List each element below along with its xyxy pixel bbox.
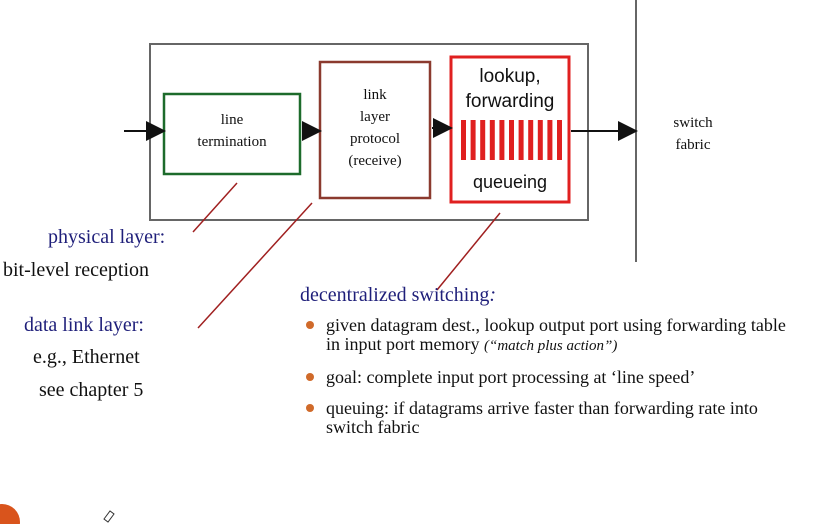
link-layer-box bbox=[318, 60, 432, 200]
bullet-item: goal: complete input port processing at … bbox=[300, 368, 800, 387]
bullet-dot-icon bbox=[306, 321, 314, 329]
queue-bar bbox=[470, 120, 476, 160]
bullet-dot-icon bbox=[306, 373, 314, 381]
queue-bar bbox=[518, 120, 524, 160]
line-termination-label: line termination bbox=[164, 109, 300, 153]
bullet-item: given datagram dest., lookup output port… bbox=[300, 316, 800, 356]
bullet-text: given datagram dest., lookup output port… bbox=[326, 315, 786, 354]
queue-bar bbox=[537, 120, 543, 160]
switch-fabric-line2: fabric bbox=[675, 137, 711, 153]
datalink-layer-desc1: e.g., Ethernet bbox=[33, 346, 140, 368]
physical-layer-desc: bit-level reception bbox=[3, 259, 150, 281]
switching-bullet-list: given datagram dest., lookup output port… bbox=[300, 316, 800, 449]
queue-bar bbox=[480, 120, 486, 160]
link-layer-line3: protocol bbox=[350, 131, 400, 147]
lookup-line2: forwarding bbox=[465, 91, 555, 112]
queue-bar bbox=[528, 120, 534, 160]
queue-bar bbox=[499, 120, 505, 160]
datalink-layer-title: data link layer: bbox=[24, 314, 144, 336]
queue-bar bbox=[547, 120, 553, 160]
queue-bar bbox=[489, 120, 495, 160]
switching-pointer-line bbox=[436, 212, 501, 291]
link-layer-line2: layer bbox=[360, 109, 390, 125]
corner-badge bbox=[0, 504, 20, 524]
line-termination-line1: line bbox=[220, 112, 244, 128]
link-layer-label: link layer protocol (receive) bbox=[320, 84, 430, 172]
bullet-text: goal: complete input port processing at … bbox=[326, 367, 696, 387]
bullet-text: queuing: if datagrams arrive faster than… bbox=[326, 398, 758, 437]
queue-bar bbox=[557, 120, 562, 160]
line-termination-box bbox=[162, 92, 302, 176]
line-termination-line2: termination bbox=[197, 134, 267, 150]
switch-fabric-label: switch fabric bbox=[652, 112, 734, 156]
lookup-label: lookup, forwarding bbox=[451, 64, 569, 114]
queue-bars bbox=[461, 120, 562, 160]
link-layer-line4: (receive) bbox=[348, 153, 402, 169]
lookup-line1: lookup, bbox=[479, 66, 541, 87]
bullet-item: queuing: if datagrams arrive faster than… bbox=[300, 399, 800, 437]
bullet-dot-icon bbox=[306, 404, 314, 412]
decentralized-title-text: decentralized switching bbox=[300, 284, 490, 306]
bullet-note: (“match plus action”) bbox=[483, 338, 618, 354]
link-layer-line1: link bbox=[363, 87, 387, 103]
queue-bar bbox=[509, 120, 514, 160]
decentralized-title-colon: : bbox=[489, 284, 497, 306]
physical-pointer-line bbox=[192, 182, 238, 233]
datalink-layer-desc2: see chapter 5 bbox=[39, 379, 144, 401]
physical-layer-title: physical layer: bbox=[48, 226, 166, 248]
pencil-cursor-icon bbox=[103, 510, 115, 523]
queueing-label: queueing bbox=[472, 172, 548, 192]
decentralized-title: decentralized switching: bbox=[300, 282, 496, 309]
queue-bar bbox=[461, 120, 466, 160]
datalink-pointer-line bbox=[197, 202, 313, 329]
switch-fabric-line1: switch bbox=[673, 115, 713, 131]
